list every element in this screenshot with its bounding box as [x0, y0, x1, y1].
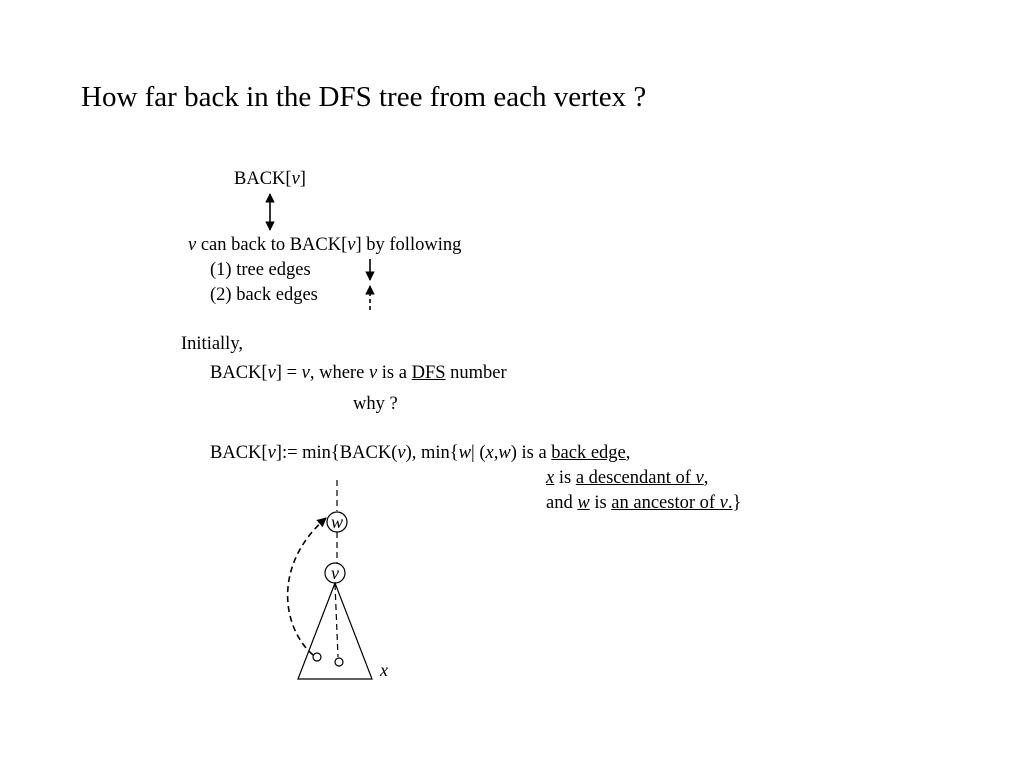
- formula-line-2: x is a descendant of v,: [546, 467, 708, 489]
- formula-line-3: and w is an ancestor of v.}: [546, 492, 741, 514]
- eq-prefix: BACK[: [210, 363, 268, 383]
- initially-heading: Initially,: [181, 334, 243, 354]
- eq-text-2: is a: [377, 363, 412, 383]
- why-question: why ?: [353, 394, 398, 414]
- formula-and: and: [546, 493, 578, 513]
- ancestor-term-text: an ancestor of: [611, 493, 720, 513]
- formula-text-a: BACK[: [210, 443, 268, 463]
- explanation-var-2: v: [347, 235, 356, 255]
- eq-var-3: v: [368, 363, 378, 383]
- eq-end: number: [445, 363, 507, 383]
- explanation-var: v: [188, 235, 197, 255]
- back-label: BACK[v]: [234, 168, 306, 190]
- node-v-label: v: [331, 563, 339, 583]
- dfs-term: DFS: [411, 363, 446, 383]
- descendant-term: a descendant of v: [576, 468, 704, 488]
- back-label-var: v: [291, 169, 300, 189]
- formula-text-b: ]:= min{BACK(: [275, 443, 398, 463]
- eq-var: v: [267, 363, 276, 383]
- initial-equation: BACK[v] = v, where v is a DFS number: [210, 362, 507, 384]
- formula-line-1: BACK[v]:= min{BACK(v), min{w| (x,w) is a…: [210, 442, 630, 464]
- formula-text-c: ), min{: [405, 443, 459, 463]
- formula-text-f: ,: [625, 443, 631, 463]
- eq-text: , where: [309, 363, 369, 383]
- slide-title: How far back in the DFS tree from each v…: [81, 81, 647, 113]
- formula-var-xw: x,w: [485, 443, 511, 463]
- descendant-term-text: a descendant of: [575, 468, 696, 488]
- ancestor-term-dot: .: [727, 493, 733, 513]
- label-x: x: [379, 660, 388, 680]
- tree-edges-item: (1) tree edges: [210, 260, 311, 280]
- formula-var-x: x: [546, 468, 555, 488]
- explanation-text-2: ] by following: [355, 235, 462, 255]
- subtree-triangle: [297, 581, 373, 680]
- back-edges-item: (2) back edges: [210, 285, 318, 305]
- back-edge-term: back edge: [551, 443, 626, 463]
- descendant-node-x: [312, 652, 322, 662]
- eq-mid: ] =: [275, 363, 302, 383]
- explanation-line: v can back to BACK[v] by following: [188, 234, 461, 256]
- back-label-prefix: BACK[: [234, 169, 292, 189]
- descendant-term-var: v: [695, 468, 704, 488]
- formula-var-v: v: [267, 443, 276, 463]
- ancestor-term: an ancestor of v.: [611, 493, 732, 513]
- formula-close-brace: }: [732, 493, 742, 513]
- formula-var-w2: w: [577, 493, 590, 513]
- explanation-text-1: can back to BACK[: [196, 235, 348, 255]
- node-w-label: w: [331, 512, 343, 532]
- formula-is: is: [554, 468, 576, 488]
- eq-var-2: v: [301, 363, 310, 383]
- ancestor-term-var: v: [719, 493, 728, 513]
- back-label-suffix: ]: [299, 169, 306, 189]
- descendant-node: [334, 657, 344, 667]
- formula-text-e: ) is a: [510, 443, 552, 463]
- formula-var-w: w: [458, 443, 471, 463]
- node-w: [326, 511, 348, 533]
- formula-comma: ,: [703, 468, 709, 488]
- back-edge-curve: [286, 517, 327, 656]
- formula-var-v2: v: [397, 443, 406, 463]
- v-descendant-path-dashed: [334, 583, 339, 658]
- formula-text-d: | (: [471, 443, 486, 463]
- formula-is-2: is: [589, 493, 612, 513]
